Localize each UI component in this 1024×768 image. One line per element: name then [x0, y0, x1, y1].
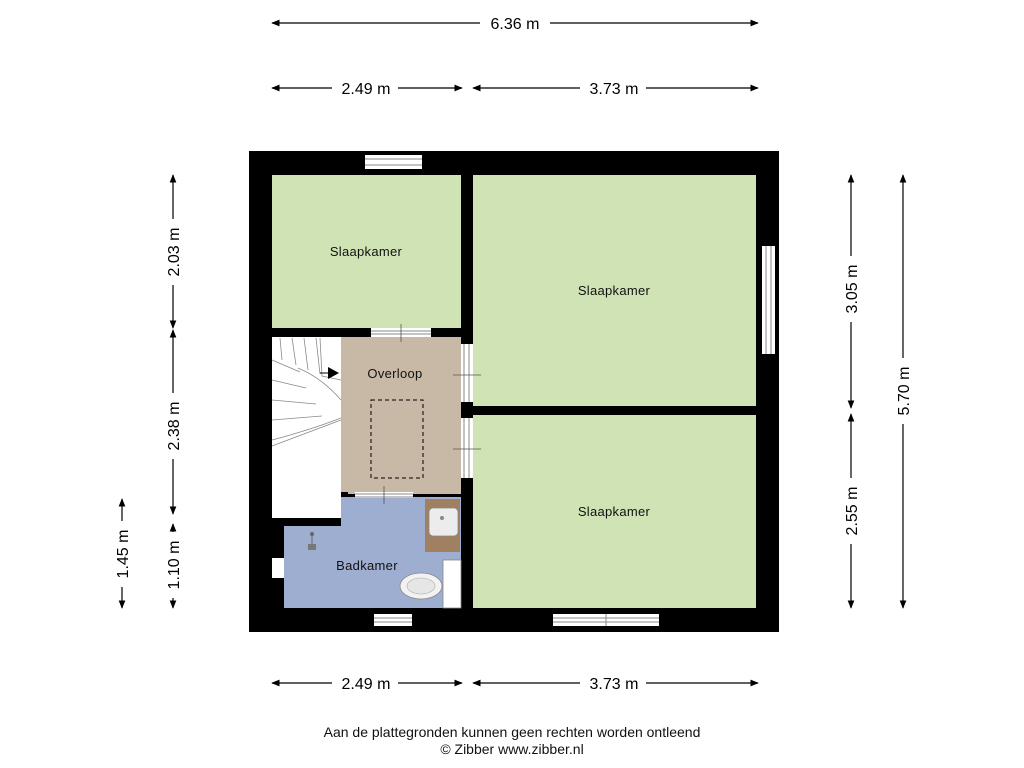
- dimension-left-upper: 2.03 m: [162, 174, 184, 329]
- dim-total-width: 6.36 m: [491, 16, 540, 33]
- label-bedroom-top-right: Slaapkamer: [578, 283, 651, 298]
- footer-disclaimer: Aan de plattegronden kunnen geen rechten…: [323, 724, 701, 740]
- dim-right-upper-height: 3.05 m: [844, 265, 861, 314]
- label-landing: Overloop: [367, 366, 422, 381]
- room-bedroom-top-left: [272, 175, 461, 328]
- dimension-left-middle: 2.38 m: [162, 329, 184, 515]
- dimension-top-right: 3.73 m: [472, 77, 759, 99]
- dimension-right-upper: 3.05 m: [840, 174, 862, 409]
- dimension-right-lower: 2.55 m: [840, 413, 862, 609]
- room-landing: [341, 337, 461, 492]
- stairs-direction-arrow: [320, 367, 339, 379]
- landing-hatch: [370, 399, 424, 479]
- dimension-right-total: 5.70 m: [892, 174, 914, 609]
- dim-left-upper-height: 2.03 m: [166, 228, 183, 277]
- label-bathroom: Badkamer: [336, 558, 398, 573]
- dimension-bottom-right: 3.73 m: [472, 672, 759, 694]
- dimension-left-lower: 1.10 m: [162, 523, 184, 609]
- dim-top-right-width: 3.73 m: [590, 81, 639, 98]
- dim-left-lower-height: 1.10 m: [166, 541, 183, 590]
- dim-left-outer-height: 1.45 m: [115, 530, 132, 579]
- dimension-top-total: 6.36 m: [271, 12, 759, 34]
- dim-top-left-width: 2.49 m: [342, 81, 391, 98]
- shower-icon: [308, 532, 316, 550]
- window-bottom-bedroom: [553, 614, 659, 626]
- window-right: [762, 246, 775, 354]
- dim-bottom-left-width: 2.49 m: [342, 676, 391, 693]
- bathroom-wall-notch: [272, 558, 284, 610]
- dim-right-lower-height: 2.55 m: [844, 487, 861, 536]
- door-bathroom: [355, 486, 413, 504]
- window-bottom-bathroom: [374, 614, 412, 626]
- toilet-icon: [399, 559, 462, 609]
- sink-icon: [425, 499, 460, 552]
- dimension-top-left: 2.49 m: [271, 77, 463, 99]
- room-bedroom-bottom-right: [473, 415, 756, 608]
- room-bedroom-top-right: [473, 175, 756, 406]
- label-bedroom-bottom-right: Slaapkamer: [578, 504, 651, 519]
- dimension-left-outer: 1.45 m: [111, 498, 133, 609]
- footer-copyright: © Zibber www.zibber.nl: [440, 741, 584, 757]
- stairs: [271, 337, 342, 447]
- door-bottom-right-bedroom: [453, 418, 481, 478]
- dimension-bottom-left: 2.49 m: [271, 672, 463, 694]
- dim-right-total-height: 5.70 m: [896, 367, 913, 416]
- door-top-right-bedroom: [453, 344, 481, 402]
- dim-bottom-right-width: 3.73 m: [590, 676, 639, 693]
- window-top: [365, 155, 422, 169]
- dim-left-middle-height: 2.38 m: [166, 402, 183, 451]
- door-top-left-bedroom: [371, 324, 431, 342]
- label-bedroom-top-left: Slaapkamer: [330, 244, 403, 259]
- stairwell: [272, 337, 341, 518]
